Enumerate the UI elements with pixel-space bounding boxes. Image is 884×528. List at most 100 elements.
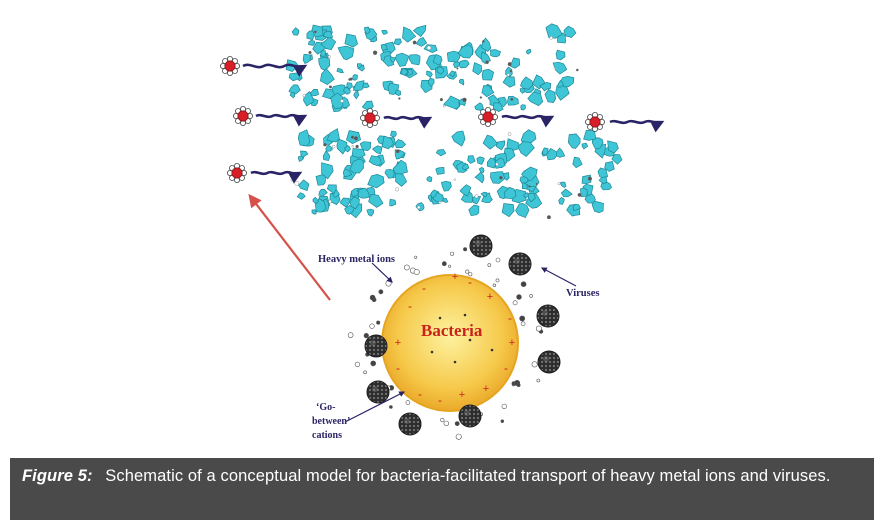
label-heavy-metal-ions: Heavy metal ions — [318, 254, 395, 265]
sediment-grain — [394, 139, 407, 148]
sediment-grain — [517, 141, 535, 157]
particle — [443, 104, 446, 108]
colloid-ion-icon — [226, 162, 247, 183]
sediment-grain — [366, 208, 375, 217]
sediment-grain — [502, 76, 516, 88]
viruses-pointer — [540, 267, 577, 287]
sediment-grain — [368, 155, 382, 166]
particle — [509, 69, 513, 73]
particle — [495, 162, 499, 166]
sediment-grain — [339, 197, 351, 208]
sediment-grain — [352, 74, 358, 81]
heavy-metal-ion — [536, 378, 541, 383]
particle — [290, 178, 294, 182]
sediment-grain — [449, 70, 455, 78]
sediment-grain — [350, 188, 360, 197]
flow-arrow-icon — [255, 113, 308, 127]
sediment-grain — [381, 135, 395, 150]
particle — [557, 182, 561, 186]
sediment-grain — [320, 68, 335, 86]
interior-dot — [490, 348, 494, 352]
heavy-metal-ion — [369, 323, 375, 329]
particle — [355, 144, 359, 149]
sediment-grain — [490, 49, 501, 58]
sediment-grain — [519, 88, 526, 94]
sediment-grain — [392, 159, 408, 175]
particle — [528, 185, 531, 188]
particle — [576, 68, 579, 72]
sediment-grain — [384, 169, 395, 179]
heavy-metal-ion — [512, 300, 518, 306]
sediment-grain — [482, 134, 499, 150]
sediment-grain — [435, 149, 447, 157]
particle — [395, 187, 400, 192]
sediment-grain — [486, 157, 496, 169]
sediment-grain — [349, 158, 364, 174]
sediment-grain — [357, 187, 370, 199]
sediment-grain — [481, 85, 495, 98]
sediment-grain — [353, 91, 360, 100]
heavy-metal-ion — [385, 280, 392, 287]
positive-charge-icon: + — [395, 337, 401, 349]
sediment-grain — [426, 175, 433, 183]
bacteria-surface-charges: ++++++-------- — [395, 271, 515, 407]
viruses — [364, 234, 561, 436]
sediment-grain — [572, 156, 583, 169]
sediment-grain — [320, 50, 326, 57]
positive-charge-icon: + — [509, 337, 515, 349]
virus-icon — [458, 404, 482, 428]
particle — [417, 205, 421, 210]
particle — [340, 99, 344, 103]
heavy-metal-ion — [403, 264, 410, 271]
sediment-grains-upper — [285, 23, 577, 113]
sediment-grain — [390, 130, 397, 138]
sediment-grain — [476, 156, 485, 165]
sediment-grain — [393, 38, 402, 46]
particle — [398, 97, 401, 100]
sediment-grain — [451, 130, 466, 147]
particle — [329, 85, 333, 89]
heavy-metal-ion — [413, 268, 420, 275]
label-bacteria: Bacteria — [421, 321, 483, 340]
particle — [456, 67, 459, 70]
sediment-grain — [552, 61, 568, 75]
heavy-metal-ion — [454, 421, 460, 426]
sediment-grain — [509, 57, 521, 69]
sediment-grain — [481, 68, 494, 81]
heavy-metal-ion — [370, 360, 377, 367]
sediment-grain — [539, 82, 552, 92]
transport-diagram: ++++++-------- Heavy metal ions Viruses … — [219, 23, 665, 441]
label-go-between-2: between’ — [312, 416, 350, 427]
virus-icon — [537, 350, 561, 374]
sediment-grain — [351, 148, 366, 159]
particle — [507, 132, 512, 136]
sediment-grain — [297, 129, 311, 147]
sediment-grain — [560, 76, 575, 88]
heavy-metal-ion — [440, 417, 445, 423]
sediment-grain — [336, 138, 348, 155]
cations-pointer — [344, 391, 406, 423]
negative-charge-icon: - — [508, 311, 512, 325]
particle — [412, 40, 417, 45]
particle — [302, 94, 306, 98]
particle — [308, 50, 312, 55]
sediment-grain — [557, 80, 564, 88]
sediment-grain — [591, 200, 604, 214]
sediment-grain — [408, 54, 421, 66]
heavy-metal-ion — [369, 294, 376, 301]
particle — [479, 96, 483, 99]
sediment-grain — [326, 184, 337, 195]
interior-dot — [463, 313, 467, 317]
virus-icon — [536, 304, 560, 328]
sediment-grain — [356, 63, 363, 70]
sediment-grain — [467, 155, 476, 164]
positive-charge-icon: + — [452, 271, 458, 283]
colloid-ion-icon — [359, 108, 380, 129]
sediment-grain — [607, 140, 619, 154]
heavy-metal-ion — [448, 264, 452, 268]
sediment-grain — [591, 137, 604, 150]
sediment-grain — [519, 176, 529, 184]
sediment-grain — [311, 209, 317, 215]
sediment-grain — [302, 53, 311, 64]
heavy-metal-ion — [519, 315, 526, 322]
